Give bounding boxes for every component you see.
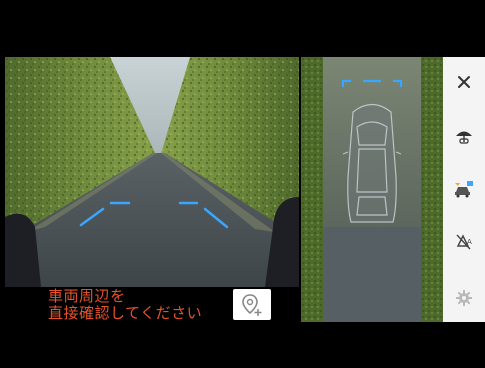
svg-text:A: A xyxy=(467,238,472,246)
warning-message-area: 車両周辺を 直接確認してください xyxy=(5,287,299,322)
front-camera-view xyxy=(5,57,299,287)
top-view-image xyxy=(301,57,443,322)
close-button[interactable] xyxy=(449,67,479,97)
camera-view-button[interactable] xyxy=(449,173,479,203)
warning-line-1: 車両周辺を xyxy=(48,287,126,305)
settings-button[interactable] xyxy=(449,283,479,313)
gear-icon xyxy=(456,290,472,306)
front-camera-image xyxy=(5,57,299,287)
mute-alert-icon: A xyxy=(456,234,472,250)
location-add-icon xyxy=(242,293,262,316)
top-guide-lines xyxy=(341,79,403,87)
wiper-mode-button[interactable] xyxy=(449,121,479,151)
car-camera-icon xyxy=(455,181,473,198)
warning-line-2: 直接確認してください xyxy=(48,304,203,322)
mute-alert-button[interactable]: A xyxy=(449,227,479,257)
guide-lines xyxy=(79,201,229,229)
side-control-bar: A xyxy=(443,57,485,322)
close-icon xyxy=(458,76,470,88)
location-add-button[interactable] xyxy=(233,289,271,320)
car-outline xyxy=(342,103,402,223)
umbrella-icon xyxy=(456,131,472,144)
top-view-camera xyxy=(301,57,443,322)
warning-message: 車両周辺を 直接確認してください xyxy=(48,288,202,322)
